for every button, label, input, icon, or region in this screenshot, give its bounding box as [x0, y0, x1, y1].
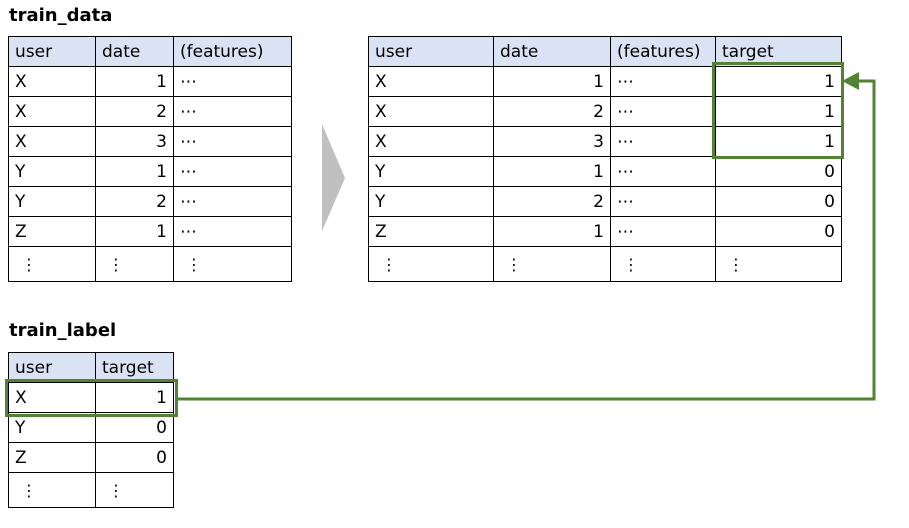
table-cell: ⋮ [368, 246, 494, 282]
table-cell: X [368, 126, 494, 157]
table-cell: ⋯ [610, 126, 716, 157]
table-cell: 3 [95, 126, 174, 157]
table-cell: X [8, 126, 96, 157]
table-cell: ⋮ [8, 472, 96, 508]
table-row: ⋮⋮ [8, 472, 174, 508]
table-cell: ⋯ [610, 216, 716, 247]
table-cell: ⋯ [173, 186, 292, 217]
table-cell: 1 [95, 66, 174, 97]
table-cell: 0 [95, 442, 174, 473]
table-cell: ⋯ [173, 66, 292, 97]
table-cell: ⋯ [610, 186, 716, 217]
table-cell: 1 [95, 156, 174, 187]
column-header: user [8, 352, 96, 383]
table-cell: X [368, 96, 494, 127]
transform-arrow-icon [322, 124, 345, 231]
table-cell: Z [368, 216, 494, 247]
column-header: date [95, 36, 174, 67]
table-cell: 1 [715, 126, 842, 157]
table-cell: ⋯ [610, 156, 716, 187]
table-cell: X [8, 382, 96, 413]
column-header: target [715, 36, 842, 67]
table-row: ⋮⋮⋮⋮ [368, 246, 842, 282]
table-cell: 1 [493, 156, 611, 187]
table-cell: 1 [95, 216, 174, 247]
table-cell: ⋯ [173, 156, 292, 187]
table-cell: 0 [715, 156, 842, 187]
table-cell: 2 [493, 96, 611, 127]
table-cell: 1 [493, 66, 611, 97]
column-header: target [95, 352, 174, 383]
table-cell: ⋯ [173, 126, 292, 157]
table-cell: ⋮ [95, 472, 174, 508]
left-arrowhead-icon [842, 72, 859, 90]
table-cell: ⋮ [8, 246, 96, 282]
table-cell: 1 [715, 96, 842, 127]
table-cell: X [368, 66, 494, 97]
table-cell: 2 [95, 186, 174, 217]
table-cell: X [8, 96, 96, 127]
table-cell: ⋮ [493, 246, 611, 282]
table-row: ⋮⋮⋮ [8, 246, 292, 282]
table-cell: ⋮ [95, 246, 174, 282]
table-cell: Y [8, 412, 96, 443]
table-cell: ⋮ [610, 246, 716, 282]
train-data-title: train_data [9, 5, 113, 26]
table-cell: ⋮ [173, 246, 292, 282]
table-cell: Z [8, 216, 96, 247]
table-cell: X [8, 66, 96, 97]
table-cell: Y [368, 186, 494, 217]
table-cell: Z [8, 442, 96, 473]
table-cell: 2 [95, 96, 174, 127]
table-cell: Y [368, 156, 494, 187]
table-cell: 1 [95, 382, 174, 413]
table-cell: Y [8, 156, 96, 187]
column-header: (features) [173, 36, 292, 67]
table-cell: ⋯ [610, 66, 716, 97]
table-cell: ⋯ [173, 96, 292, 127]
column-header: user [8, 36, 96, 67]
table-cell: 1 [715, 66, 842, 97]
table-cell: 3 [493, 126, 611, 157]
table-cell: 2 [493, 186, 611, 217]
table-cell: 0 [715, 186, 842, 217]
table-cell: Y [8, 186, 96, 217]
table-cell: 1 [493, 216, 611, 247]
table-cell: 0 [95, 412, 174, 443]
column-header: user [368, 36, 494, 67]
table-cell: 0 [715, 216, 842, 247]
train-label-title: train_label [9, 320, 117, 341]
column-header: date [493, 36, 611, 67]
table-cell: ⋮ [715, 246, 842, 282]
table-cell: ⋯ [173, 216, 292, 247]
table-cell: ⋯ [610, 96, 716, 127]
column-header: (features) [610, 36, 716, 67]
